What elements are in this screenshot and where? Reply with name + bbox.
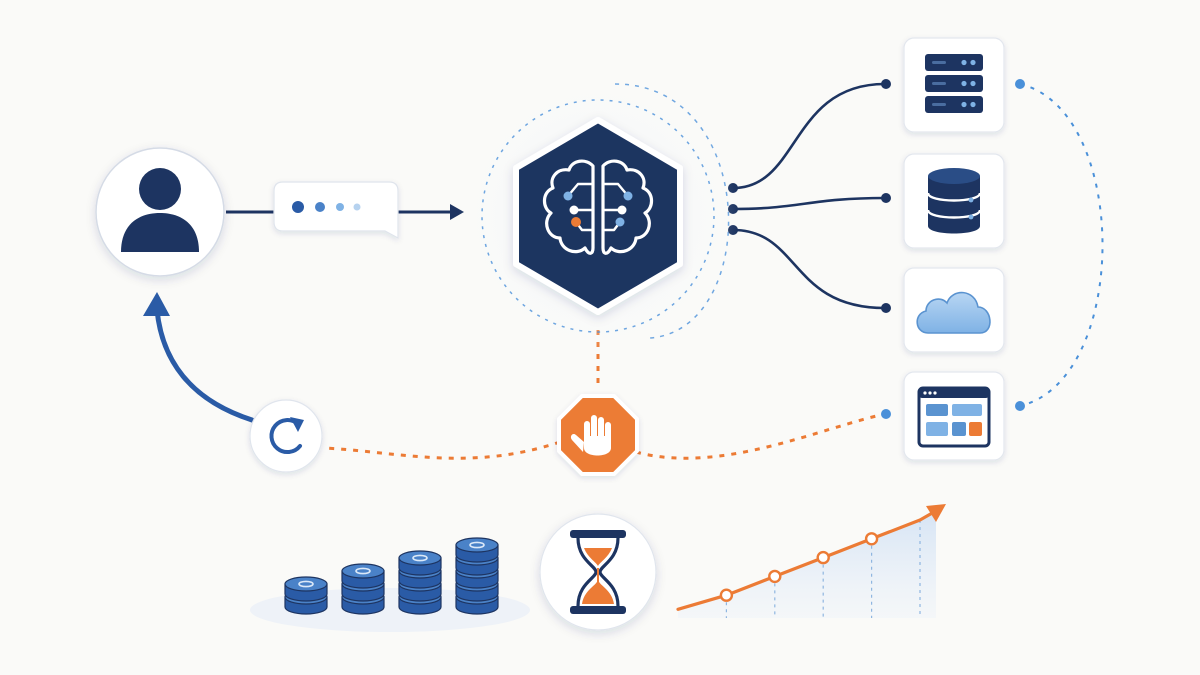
coin bbox=[455, 537, 499, 563]
cloud-card bbox=[903, 267, 1005, 353]
growth-point bbox=[719, 588, 734, 602]
growth-point bbox=[864, 532, 879, 546]
coin-stack bbox=[455, 537, 499, 615]
hourglass-icon bbox=[570, 530, 626, 614]
user-icon bbox=[121, 168, 199, 252]
database-icon bbox=[926, 168, 982, 234]
message-to-agent-arrowhead bbox=[450, 204, 464, 220]
stop-hand-icon bbox=[570, 415, 611, 456]
agent-node bbox=[458, 76, 738, 356]
database-port-dot bbox=[881, 193, 891, 203]
feedback-end-dot bbox=[1015, 401, 1025, 411]
cost-node bbox=[250, 537, 530, 632]
coin bbox=[341, 563, 385, 589]
server-card bbox=[903, 37, 1005, 133]
app-window-icon bbox=[917, 386, 991, 448]
user-node bbox=[95, 147, 225, 277]
coin bbox=[398, 550, 442, 576]
coin-stack bbox=[398, 550, 442, 615]
agent-inner-dashed-ring bbox=[481, 99, 715, 333]
dashboard-port-dot bbox=[881, 409, 891, 419]
growth-point bbox=[768, 569, 782, 584]
loop-node bbox=[249, 399, 323, 473]
coin-stack bbox=[341, 563, 385, 615]
server-icon bbox=[925, 54, 983, 113]
trend-arrowhead bbox=[926, 504, 946, 522]
growth-node bbox=[676, 504, 946, 618]
agent-to-database-line bbox=[732, 196, 886, 211]
dashboard-card bbox=[903, 371, 1005, 461]
agent-hexagon bbox=[513, 117, 683, 315]
loop-to-user-arrow bbox=[154, 307, 255, 423]
stop-to-loop-dashed-line bbox=[324, 440, 561, 460]
loop-to-user-arrowhead bbox=[143, 292, 170, 316]
brain-circuit-nodes bbox=[563, 191, 633, 227]
message-bubble bbox=[273, 181, 399, 240]
coin-stack bbox=[284, 576, 328, 615]
typing-dots-icon bbox=[292, 201, 361, 213]
coin-stacks-icon bbox=[284, 537, 499, 615]
feedback-end-dot bbox=[1015, 79, 1025, 89]
agent-to-server-line bbox=[732, 82, 886, 190]
refresh-icon bbox=[269, 417, 304, 455]
cloud-icon bbox=[916, 291, 991, 334]
stop-node bbox=[557, 394, 639, 476]
agent-to-cloud-line bbox=[732, 228, 886, 310]
coin bbox=[284, 576, 328, 602]
server-port-dot bbox=[881, 79, 891, 89]
database-card bbox=[903, 153, 1005, 249]
tools-feedback-dashed-line bbox=[1019, 83, 1104, 407]
growth-point bbox=[816, 550, 830, 565]
stop-to-dashboard-dashed-line bbox=[635, 412, 886, 460]
cloud-port-dot bbox=[881, 303, 891, 313]
time-node bbox=[539, 513, 657, 631]
connectors bbox=[143, 82, 1104, 460]
